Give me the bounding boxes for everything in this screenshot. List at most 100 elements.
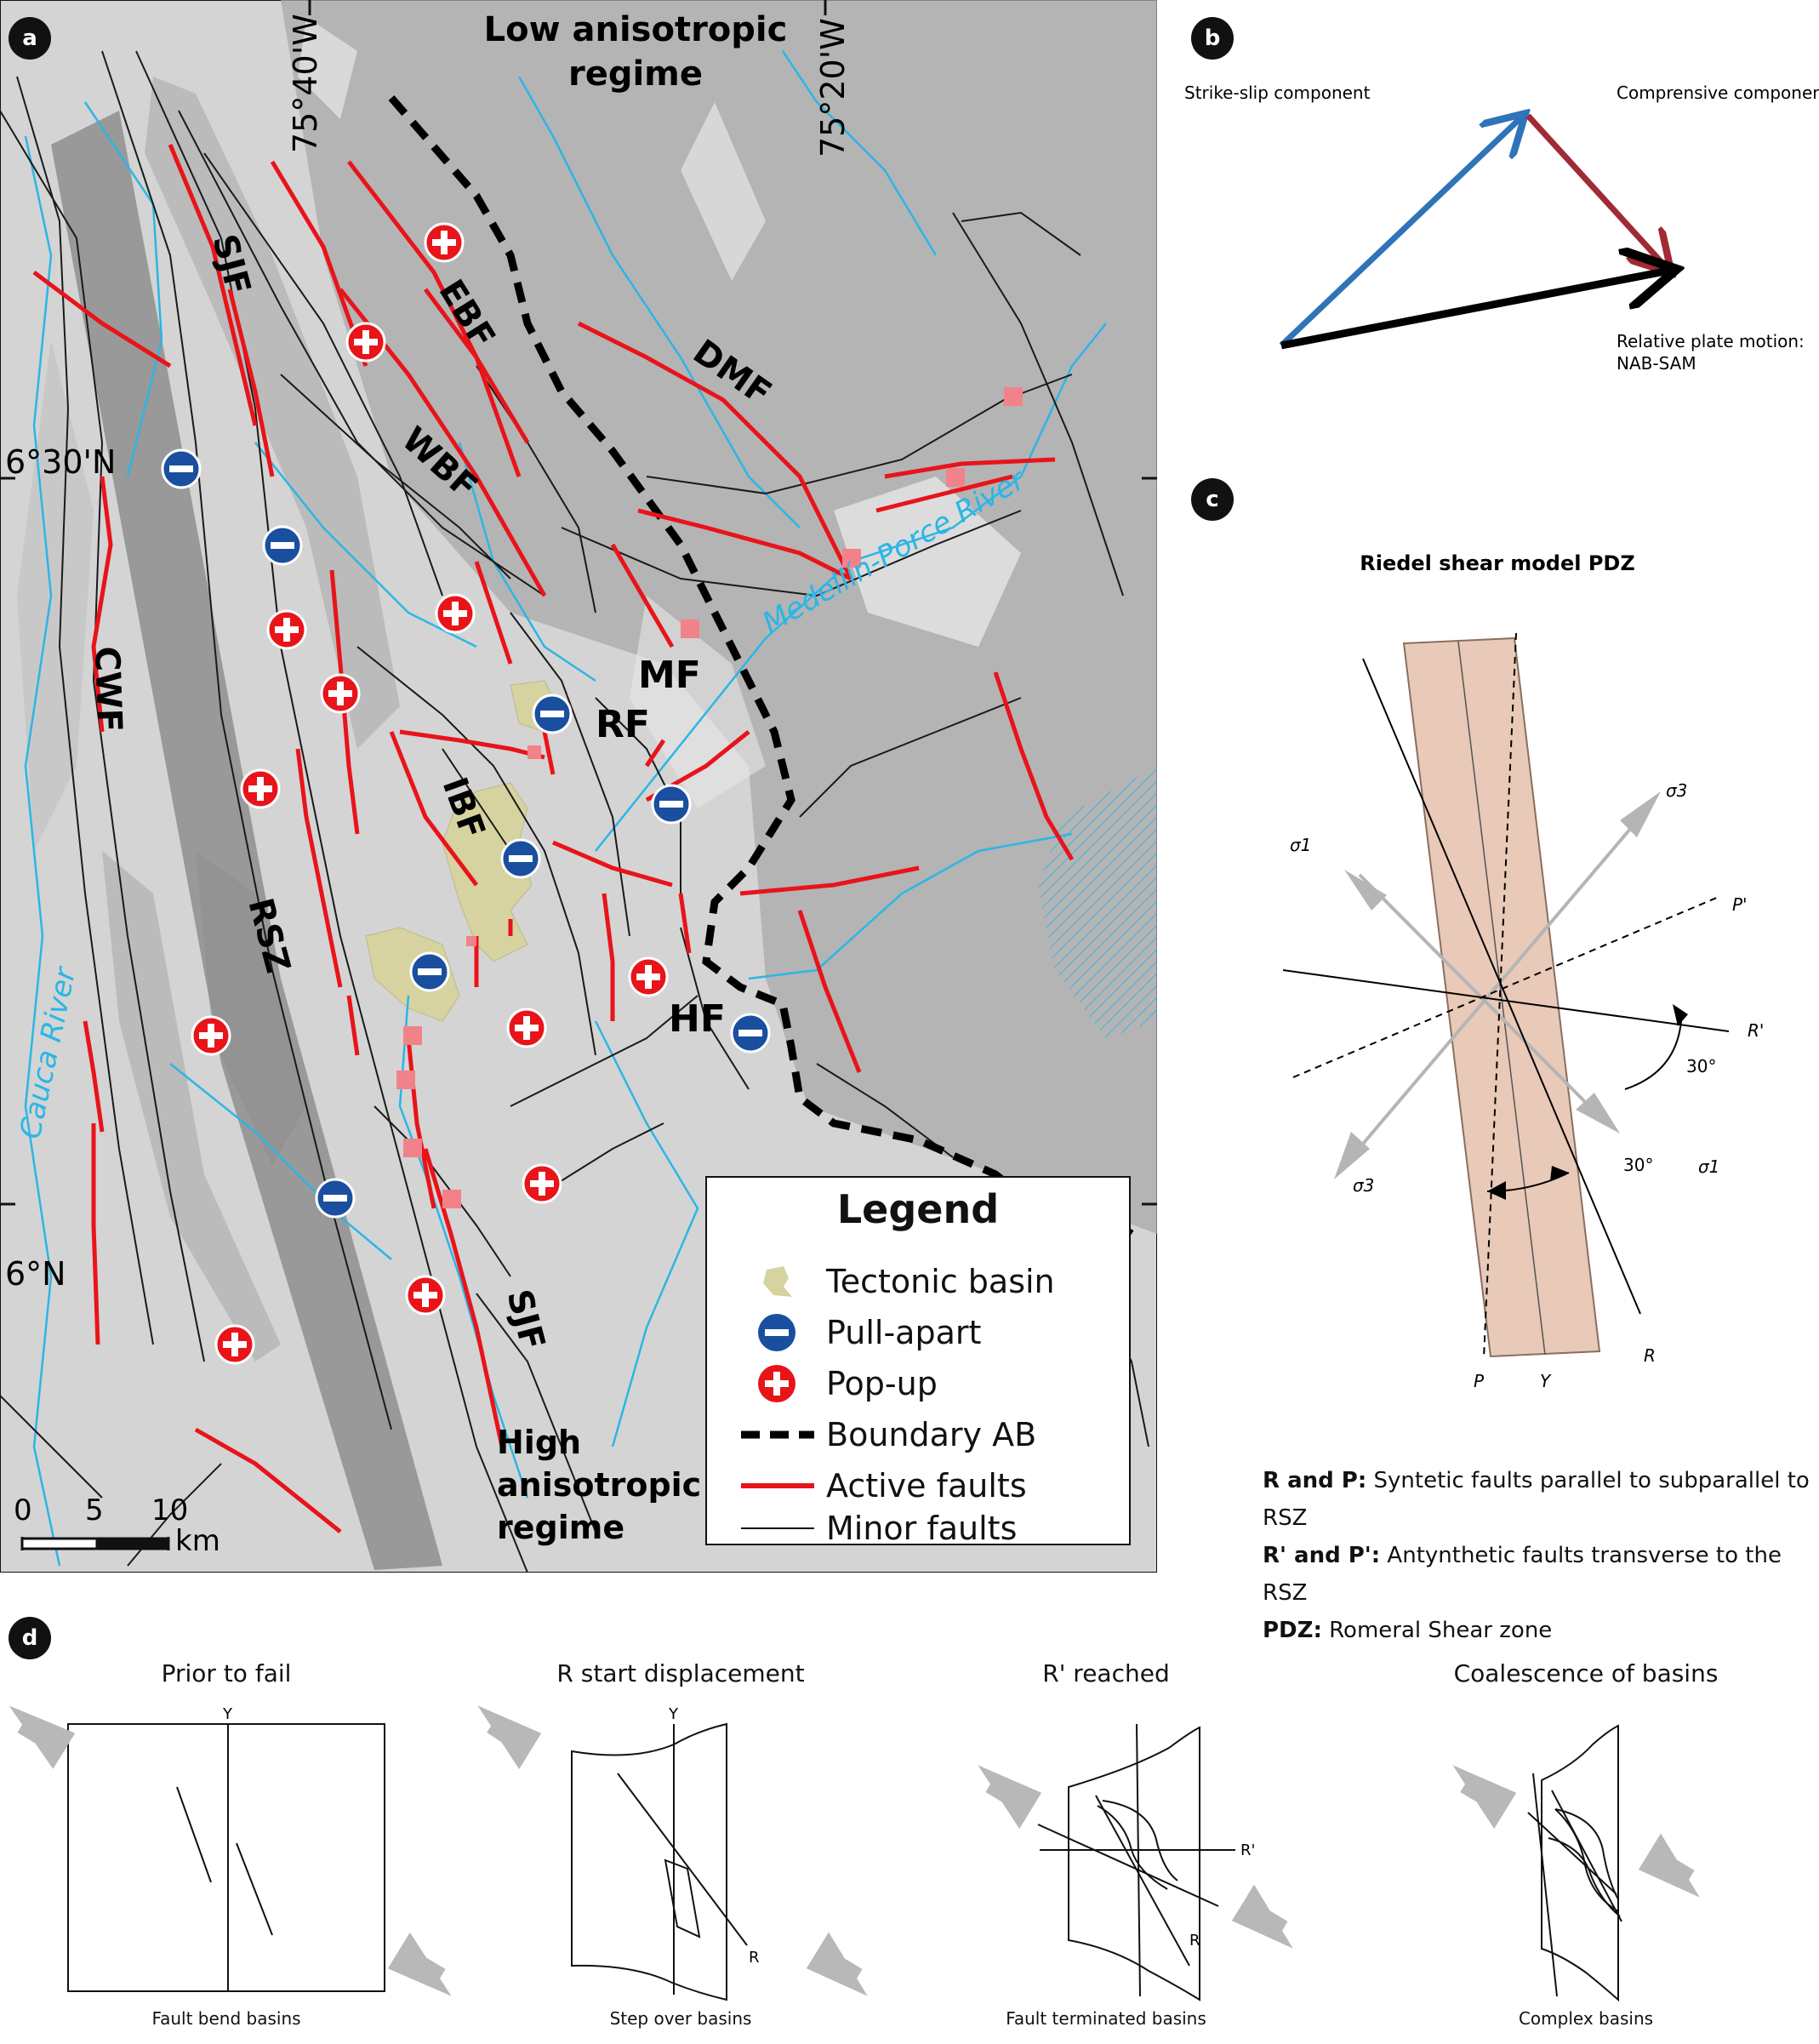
popup-symbol [345,322,386,363]
sigma3-arrowhead-ne [1620,791,1661,837]
popup-symbols [191,222,669,1365]
compression-arrow-icon [1231,1884,1293,1949]
popup-symbol [240,768,281,809]
relative-motion-label-2: NAB-SAM [1617,353,1696,374]
basin-stages: Y Y R R' R [9,1705,1700,2002]
sigma3-arrow [1343,803,1652,1168]
panel-d: Y Y R R' R [0,1693,1819,2017]
stage-3-r-prime-label: R' [1240,1841,1255,1859]
legend-row-minor: Minor faults [733,1504,1017,1552]
legend: Legend Tectonic basin Pull-apart Pop-up … [705,1176,1131,1547]
notes: R and P: Syntetic faults parallel to sub… [1263,1462,1819,1649]
lon-label-1: 75°40'W [287,14,324,153]
pullapart-symbol [532,694,573,734]
angle-label-1: 30° [1686,1056,1716,1076]
panel-badge-c: c [1191,478,1234,521]
pullapart-symbol [161,448,202,489]
pullapart-symbol [315,1178,356,1219]
compression-arrow-icon [1638,1833,1700,1898]
p-label: P [1474,1371,1485,1391]
pullapart-symbol [730,1013,771,1053]
r-prime-line [1282,969,1730,1032]
relative-motion-label-1: Relative plate motion: [1617,331,1805,351]
fault-label-cwf: CWF [87,646,128,733]
scale-tick-5: 5 [85,1493,104,1527]
p-line [1483,632,1517,1359]
legend-label-basin: Tectonic basin [826,1263,1055,1300]
compression-arrow-icon [387,1932,452,1996]
vector-diagram: Strike-slip component Comprensive compon… [1184,83,1819,374]
map-panel: Low anisotropic regime 75°40'W 75°20'W 6… [0,0,1158,1573]
compressive-vector [1525,113,1668,269]
stage-1-y-label: Y [222,1705,233,1723]
panel-badge-a: a [9,17,51,60]
pullapart-symbol [262,525,303,566]
active-faults [32,144,1075,1533]
legend-row-boundary: Boundary AB [733,1411,1036,1459]
lat-label-1: 6°30'N [5,443,116,481]
sigma1-label-nw: σ1 [1290,835,1311,855]
panel-badge-b: b [1191,17,1234,60]
r-line [1362,658,1641,1315]
p-prime-line [1292,896,1719,1078]
legend-label-pullapart: Pull-apart [826,1314,982,1351]
legend-label-boundary: Boundary AB [826,1416,1037,1453]
sigma3-label-ne: σ3 [1666,780,1687,801]
popup-symbol [191,1015,231,1056]
panel-b: Strike-slip component Comprensive compon… [1174,68,1819,408]
boundary-ab [388,95,1134,1237]
regime-low-line2: regime [568,54,703,94]
strike-slip-vector [1279,117,1521,348]
compression-arrow-icon [806,1932,868,1996]
panel-badge-d: d [9,1617,51,1659]
y-label: Y [1540,1371,1552,1391]
fault-label-hf: HF [669,997,726,1041]
popup-icon [758,1365,795,1402]
stage-title-2: R start displacement [556,1659,805,1687]
note-row: R' and P': Antynthetic faults transverse… [1263,1543,1782,1606]
regime-high-line2: anisotropic [497,1466,701,1504]
scale-unit: km [175,1524,220,1558]
stage-2-diagram: Y R [477,1705,868,2001]
scale-bar [20,1537,170,1550]
popup-symbol [214,1324,255,1365]
lon-label-2: 75°20'W [814,18,852,157]
riedel-title: Riedel shear model PDZ [1360,551,1635,575]
stage-title-3: R' reached [1042,1659,1170,1687]
compression-arrow-icon [978,1765,1042,1830]
legend-row-popup: Pop-up [733,1360,938,1407]
popup-symbol [266,609,307,650]
sigma1-arrowhead-se [1576,1093,1620,1133]
stage-3-diagram: R' R [978,1723,1293,2001]
panel-c: Riedel shear model PDZ σ1 σ3 σ3 σ1 P' R'… [1174,545,1819,1413]
fault-label-mf: MF [638,654,701,697]
popup-symbol [522,1163,562,1204]
legend-label-active: Active faults [826,1467,1027,1504]
pullapart-icon [758,1314,795,1351]
angle-label-2: 30° [1623,1155,1653,1175]
stage-title-1: Prior to fail [161,1659,292,1687]
sample-sites [396,387,1023,1208]
stage-2-y-label: Y [668,1705,679,1723]
sigma1-label-se: σ1 [1698,1156,1719,1177]
sigma3-arrowhead-sw [1334,1132,1370,1179]
stage-caption-4: Complex basins [1518,2008,1654,2029]
stage-title-4: Coalescence of basins [1453,1659,1719,1687]
regime-low-line1: Low anisotropic [484,10,788,49]
regime-high-line3: regime [497,1509,624,1546]
popup-symbol [435,593,476,634]
legend-row-active: Active faults [733,1462,1027,1510]
legend-row-pullapart: Pull-apart [733,1309,981,1356]
pullapart-symbol [651,784,692,825]
stage-caption-2: Step over basins [609,2008,752,2029]
compression-arrow-icon [1452,1765,1517,1830]
legend-label-minor: Minor faults [826,1510,1018,1547]
popup-symbol [424,222,465,263]
popup-symbol [405,1275,446,1316]
stage-4-diagram [1452,1724,1700,2002]
pullapart-symbols [161,448,771,1219]
note-row: PDZ: Romeral Shear zone [1263,1618,1553,1643]
popup-symbol [320,673,361,714]
r-label: R [1644,1345,1656,1366]
map-svg: Low anisotropic regime 75°40'W 75°20'W 6… [0,0,1158,1573]
